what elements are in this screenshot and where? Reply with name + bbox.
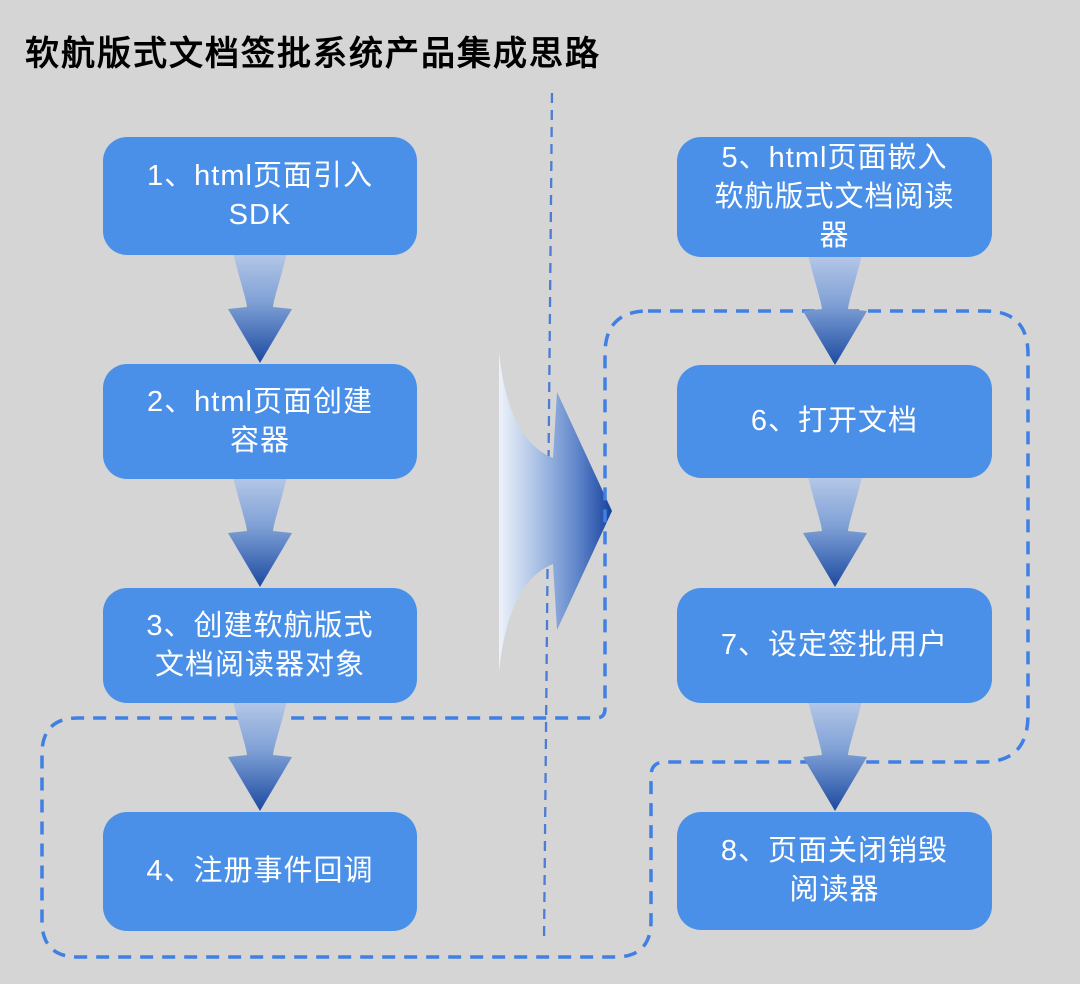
flow-box-step-6: 6、打开文档: [677, 365, 992, 478]
diagram-title: 软航版式文档签批系统产品集成思路: [25, 35, 601, 73]
flow-arrow-5-6-icon: [803, 255, 867, 365]
flow-box-step-4: 4、注册事件回调: [103, 812, 417, 931]
flow-box-step-8: 8、页面关闭销毁 阅读器: [677, 812, 992, 930]
flow-box-step-2: 2、html页面创建 容器: [103, 364, 417, 479]
flow-box-step-1: 1、html页面引入 SDK: [103, 137, 417, 255]
flow-arrow-6-7-icon: [803, 477, 867, 587]
flow-box-step-3: 3、创建软航版式 文档阅读器对象: [103, 588, 417, 703]
flow-box-step-5: 5、html页面嵌入 软航版式文档阅读 器: [677, 137, 992, 257]
flow-arrow-2-3-icon: [228, 477, 292, 587]
flow-arrow-7-8-icon: [803, 701, 867, 811]
large-gradient-right-chevron-icon: [499, 352, 612, 672]
flow-arrow-3-4-icon: [228, 701, 292, 811]
rounded-dashed-group-outline: [40, 309, 1030, 959]
flow-arrow-1-2-icon: [228, 253, 292, 363]
flow-box-step-7: 7、设定签批用户: [677, 588, 992, 703]
